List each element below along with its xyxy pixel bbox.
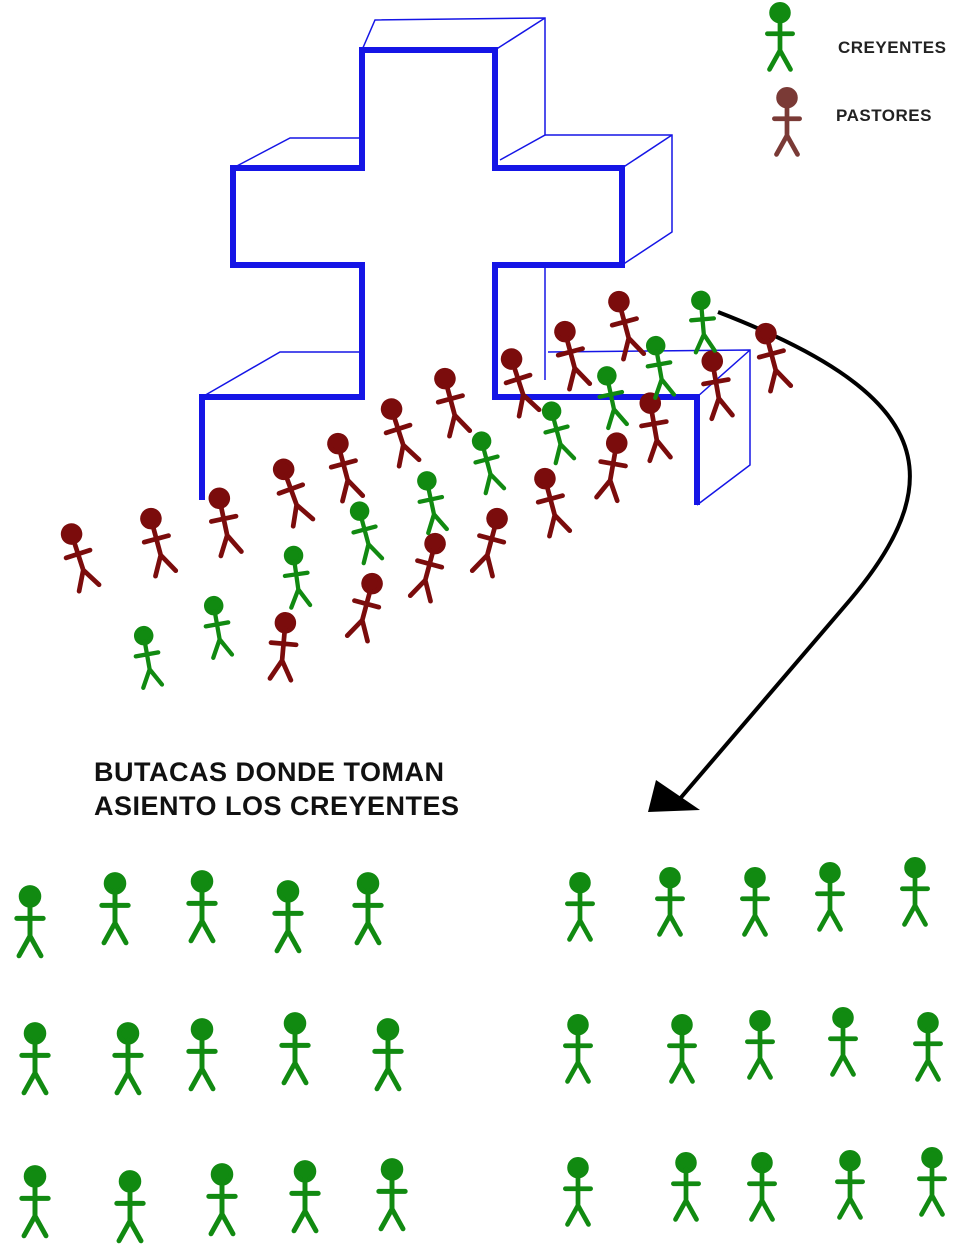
pastor-figure-icon xyxy=(407,532,446,604)
seated-believer-icon xyxy=(372,1018,404,1092)
curved-arrow-icon xyxy=(670,310,912,810)
seated-believer-icon xyxy=(186,870,218,944)
seated-believer-icon xyxy=(745,1009,775,1080)
legend-believer-figure-icon xyxy=(765,1,795,72)
seated-believer-icon xyxy=(206,1163,238,1237)
pastor-figure-icon xyxy=(380,398,422,469)
arrow-head-icon xyxy=(648,780,700,812)
pastor-figure-icon xyxy=(755,322,794,394)
seated-believer-icon xyxy=(917,1146,947,1217)
believer-figure-icon xyxy=(417,471,449,536)
pastor-figure-icon xyxy=(554,320,593,392)
seated-believer-icon xyxy=(99,872,131,946)
pastor-figure-icon xyxy=(500,348,542,419)
seats-caption: BUTACAS DONDE TOMAN ASIENTO LOS CREYENTE… xyxy=(94,755,460,823)
caption-line-2: ASIENTO LOS CREYENTES xyxy=(94,791,460,821)
seated-believer-icon xyxy=(112,1022,144,1096)
seated-believer-icon xyxy=(815,861,845,932)
seated-believer-icon xyxy=(671,1151,701,1222)
seated-believer-icon xyxy=(272,880,304,954)
seated-believer-icon xyxy=(655,866,685,937)
believer-figure-icon xyxy=(133,625,165,690)
seated-believer-icon xyxy=(186,1018,218,1092)
seated-believer-icon xyxy=(913,1011,943,1082)
pastor-figure-icon xyxy=(344,572,383,644)
seated-believer-icon xyxy=(279,1012,311,1086)
seated-believer-icon xyxy=(828,1006,858,1077)
seated-believer-icon xyxy=(19,1022,51,1096)
seated-believer-icon xyxy=(900,856,930,927)
seated-believer-icon xyxy=(289,1160,321,1234)
pastor-figure-icon xyxy=(60,523,102,594)
believer-figure-icon xyxy=(541,401,577,466)
seated-believer-icon xyxy=(747,1151,777,1222)
seated-believer-icon xyxy=(376,1158,408,1232)
pastor-figure-icon xyxy=(701,350,735,422)
seated-believer-icon xyxy=(563,1156,593,1227)
pastor-figure-icon xyxy=(327,432,366,504)
seated-believer-icon xyxy=(114,1170,146,1244)
pastor-figure-icon xyxy=(639,392,673,464)
pastor-figure-icon xyxy=(594,432,628,504)
legend-pastor-figure-icon xyxy=(772,86,802,157)
believer-figure-icon xyxy=(203,595,235,660)
caption-line-1: BUTACAS DONDE TOMAN xyxy=(94,757,445,787)
pastor-figure-icon xyxy=(272,458,316,529)
seated-believer-icon xyxy=(740,866,770,937)
cross-icon xyxy=(199,17,751,506)
legend-believers-label: CREYENTES xyxy=(838,38,947,57)
seated-believer-icon xyxy=(352,872,384,946)
believer-figure-icon xyxy=(349,501,385,566)
believer-figure-icon xyxy=(597,366,629,431)
pastor-figure-icon xyxy=(140,507,179,579)
legend-pastors-label: PASTORES xyxy=(836,106,932,125)
pastor-figure-icon xyxy=(208,487,244,559)
pastor-figure-icon xyxy=(534,467,573,539)
seated-believer-icon xyxy=(565,871,595,942)
seated-believer-icon xyxy=(19,1165,51,1239)
pastor-figure-icon xyxy=(469,507,508,579)
believer-figure-icon xyxy=(645,335,677,400)
seated-believer-icon xyxy=(835,1149,865,1220)
believer-figure-icon xyxy=(471,431,507,496)
pastor-figure-icon xyxy=(267,612,299,683)
seated-believer-icon xyxy=(667,1013,697,1084)
seated-believer-icon xyxy=(14,885,46,959)
believer-figure-icon xyxy=(282,545,313,610)
seated-believer-icon xyxy=(563,1013,593,1084)
believer-figure-icon xyxy=(689,290,717,355)
pastor-figure-icon xyxy=(608,290,647,362)
pastor-figure-icon xyxy=(434,367,473,439)
